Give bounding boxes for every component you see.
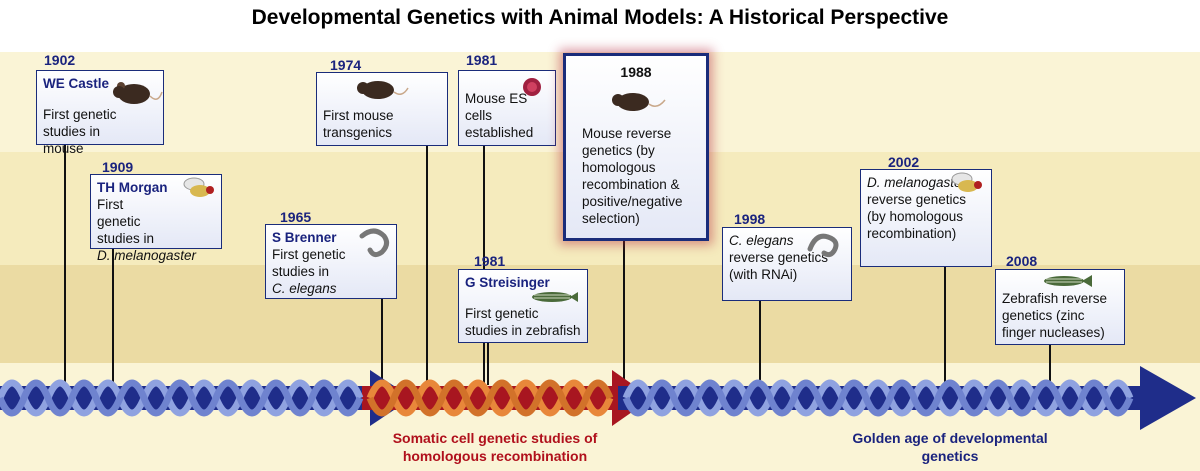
fruit-fly-icon <box>951 172 982 192</box>
year-2002: 2002 <box>888 154 920 170</box>
event-text-morgan: First genetic studies in <box>97 197 155 246</box>
connector-1909 <box>112 248 114 385</box>
event-text-brenner: First genetic studies in <box>272 247 346 279</box>
event-box-2008: Zebrafish reverse genetics (zinc finger … <box>995 269 1125 345</box>
event-name-streisinger: G Streisinger <box>465 275 550 290</box>
year-1998: 1998 <box>734 211 766 227</box>
connector-2008 <box>1049 345 1051 385</box>
connector-1988 <box>623 240 625 385</box>
event-species-brenner: C. elegans <box>272 281 337 296</box>
zebrafish-icon <box>1044 275 1092 287</box>
event-name-castle: WE Castle <box>43 76 110 91</box>
event-text-1998: reverse genetics (with RNAi) <box>729 250 829 282</box>
connector-1981-zebrafish <box>487 343 489 385</box>
fruit-fly-icon <box>183 177 214 197</box>
mouse-icon <box>357 81 409 99</box>
mouse-icon <box>113 82 163 104</box>
connector-1902 <box>64 145 66 385</box>
event-box-1909: TH Morgan First genetic studies in D. me… <box>90 174 222 263</box>
event-text-es-cells: Mouse ES cells established <box>465 91 534 140</box>
event-species-2002: D. melanogaster <box>867 175 967 190</box>
connector-1998 <box>759 300 761 385</box>
year-1902: 1902 <box>44 52 76 68</box>
event-box-1902: WE Castle First genetic studies in mouse <box>36 70 164 156</box>
mouse-icon <box>612 93 666 111</box>
event-box-1965: S Brenner First genetic studies in C. el… <box>265 224 397 299</box>
connector-1965 <box>381 298 383 385</box>
event-box-1988: 1988 Mouse reverse genetics (by homologo… <box>563 53 709 241</box>
event-text-castle: First genetic studies in mouse <box>43 107 117 156</box>
year-1988: 1988 <box>620 64 652 80</box>
year-1974: 1974 <box>330 57 362 73</box>
dna-timeline-arrow <box>0 366 1196 430</box>
event-name-morgan: TH Morgan <box>97 180 168 195</box>
worm-icon <box>807 233 839 258</box>
year-1909: 1909 <box>102 159 134 175</box>
event-species-1998: C. elegans <box>729 233 794 248</box>
year-1981-es: 1981 <box>466 52 498 68</box>
zebrafish-icon <box>532 292 578 302</box>
event-text-reverse-mouse: Mouse reverse genetics (by homologous re… <box>582 126 683 226</box>
event-text-transgenics: First mouse transgenics <box>323 108 394 140</box>
event-name-brenner: S Brenner <box>272 230 337 245</box>
year-1965: 1965 <box>280 209 312 225</box>
connector-2002 <box>944 267 946 385</box>
event-box-1981-zebrafish: G Streisinger First genetic studies in z… <box>458 269 588 343</box>
event-text-2002: reverse genetics (by homologous recombin… <box>867 192 967 241</box>
caption-somatic: Somatic cell genetic studies of homologo… <box>392 430 598 464</box>
es-cell-icon <box>523 78 541 96</box>
event-species-morgan: D. melanogaster <box>97 248 197 263</box>
connector-1974 <box>426 145 428 385</box>
year-1981-zebrafish: 1981 <box>474 253 506 269</box>
connector-1981-es <box>483 145 485 385</box>
event-text-zebrafish-zfn: Zebrafish reverse genetics (zinc finger … <box>1002 291 1108 340</box>
year-2008: 2008 <box>1006 253 1038 269</box>
caption-golden-age: Golden age of developmental genetics <box>852 430 1048 464</box>
event-text-streisinger: First genetic studies in zebrafish <box>465 306 581 338</box>
worm-icon <box>359 228 390 258</box>
page-title: Developmental Genetics with Animal Model… <box>251 6 949 29</box>
